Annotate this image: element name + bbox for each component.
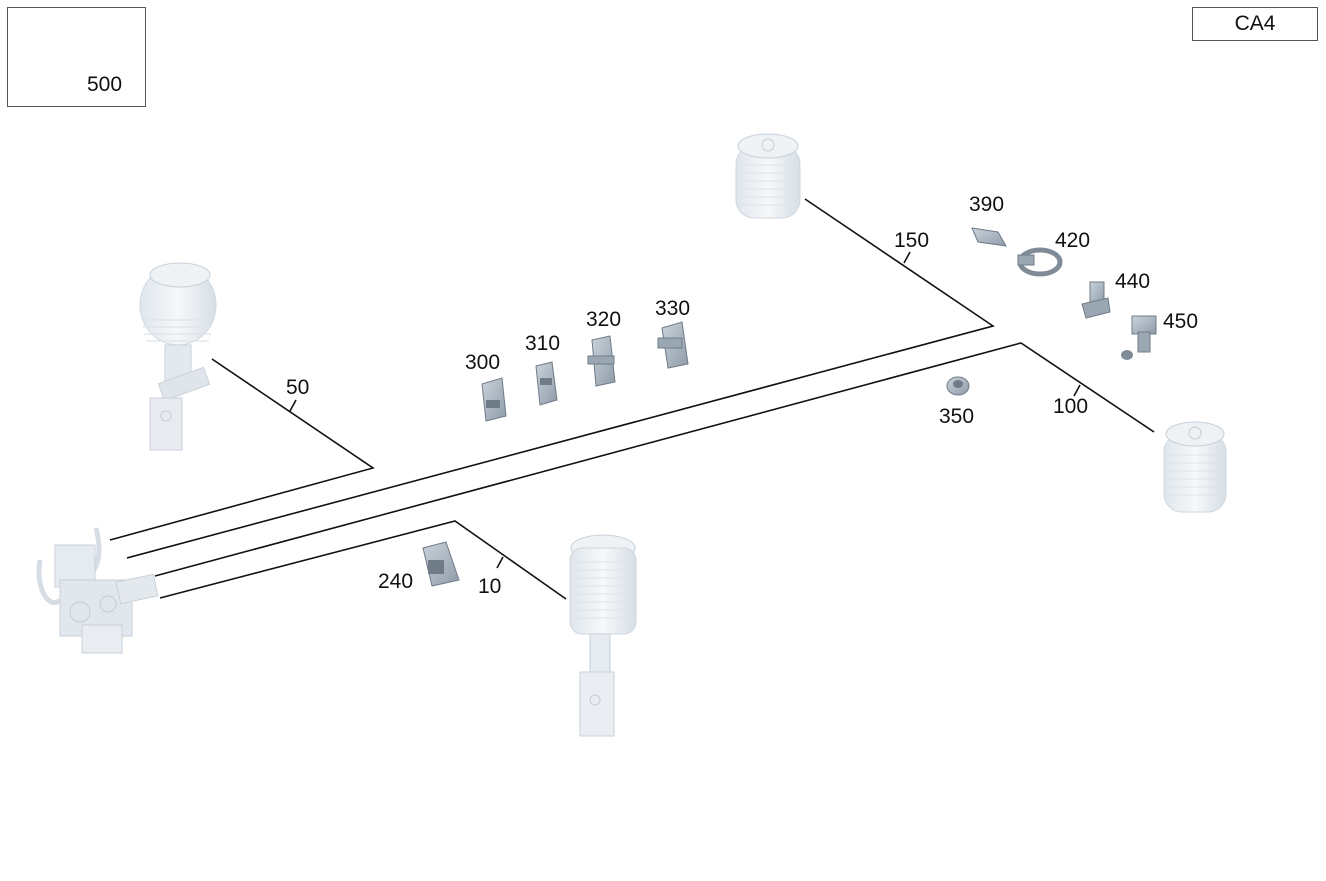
connector-440-icon: [1081, 281, 1111, 319]
leader-150: [903, 251, 911, 264]
clip-310-icon: [535, 361, 558, 406]
label-100: 100: [1053, 395, 1089, 418]
detail-inset-box: [7, 7, 146, 107]
connector-450-icon: [1121, 315, 1157, 360]
clip-300-icon: [481, 377, 507, 422]
air-lines: [109, 198, 1155, 600]
compressor-valve-block-icon: [36, 527, 159, 654]
leader-100: [1073, 384, 1081, 397]
label-50: 50: [286, 376, 310, 399]
plug-350-icon: [946, 376, 970, 396]
front-right-air-strut-icon: [569, 534, 637, 737]
label-500: 500: [87, 73, 123, 96]
label-330: 330: [655, 297, 691, 320]
diagram-code-box: CA4: [1192, 7, 1318, 41]
clip-330-icon: [657, 321, 689, 369]
line-100: [154, 342, 1155, 577]
label-320: 320: [586, 308, 622, 331]
label-440: 440: [1115, 270, 1151, 293]
clamp-420-icon: [1017, 247, 1063, 277]
rear-right-air-spring-icon: [1163, 421, 1227, 513]
label-420: 420: [1055, 229, 1091, 252]
clip-320-icon: [587, 335, 616, 387]
rear-left-air-spring-icon: [735, 133, 801, 219]
bracket-240-icon: [422, 541, 460, 587]
label-450: 450: [1163, 310, 1199, 333]
clip-390-icon: [971, 227, 1007, 247]
label-240: 240: [378, 570, 414, 593]
label-390: 390: [969, 193, 1005, 216]
label-10: 10: [478, 575, 502, 598]
line-10: [159, 520, 567, 600]
leader-50: [289, 399, 297, 412]
leader-10: [496, 556, 504, 569]
label-310: 310: [525, 332, 561, 355]
label-300: 300: [465, 351, 501, 374]
front-left-air-strut-icon: [139, 262, 217, 451]
line-150: [126, 198, 995, 559]
label-150: 150: [894, 229, 930, 252]
line-50: [109, 358, 375, 541]
label-350: 350: [939, 405, 975, 428]
